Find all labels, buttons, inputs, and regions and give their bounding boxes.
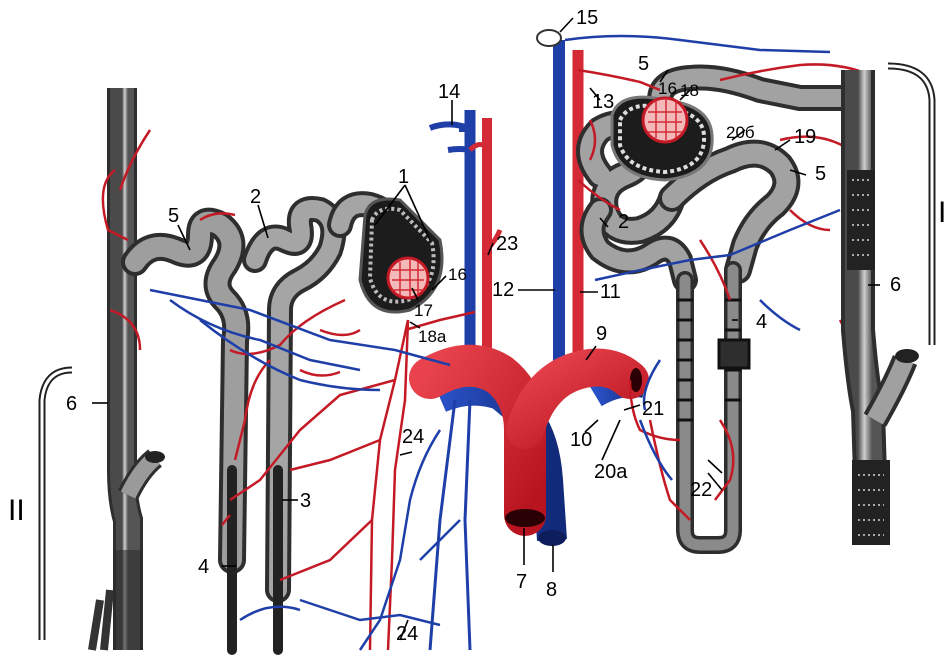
label-16: 16 bbox=[448, 265, 467, 284]
label-2b: 2 bbox=[618, 211, 629, 233]
label-1: 1 bbox=[398, 166, 409, 188]
zone-label-I: I bbox=[938, 196, 946, 229]
label-7: 7 bbox=[516, 571, 527, 593]
label-18: 18 bbox=[680, 81, 699, 100]
label-11: 11 bbox=[600, 281, 621, 303]
label-24b: 24 bbox=[396, 623, 418, 645]
label-6b: 6 bbox=[890, 274, 901, 296]
label-6: 6 bbox=[66, 393, 77, 415]
label-4: 4 bbox=[198, 556, 209, 578]
label-24: 24 bbox=[402, 426, 424, 448]
label-17: 17 bbox=[414, 301, 433, 320]
collecting-duct-right bbox=[847, 70, 919, 545]
label-20b: 20б bbox=[726, 123, 755, 142]
label-22: 22 bbox=[690, 479, 712, 501]
label-20a: 20a bbox=[594, 461, 628, 483]
label-4b: 4 bbox=[756, 311, 767, 333]
label-15: 15 bbox=[576, 7, 598, 29]
label-13: 13 bbox=[592, 91, 614, 113]
label-19: 19 bbox=[794, 126, 816, 148]
label-3: 3 bbox=[300, 490, 311, 512]
label-10: 10 bbox=[570, 429, 592, 451]
label-23: 23 bbox=[496, 233, 518, 255]
zone-bracket-I bbox=[888, 66, 932, 345]
label-14: 14 bbox=[438, 81, 460, 103]
label-12: 12 bbox=[492, 279, 514, 301]
label-9: 9 bbox=[596, 323, 607, 345]
label-5: 5 bbox=[168, 205, 179, 227]
label-5b: 5 bbox=[638, 53, 649, 75]
label-2: 2 bbox=[250, 186, 261, 208]
label-5c: 5 bbox=[815, 163, 826, 185]
label-8: 8 bbox=[546, 579, 557, 601]
collecting-duct-left bbox=[92, 88, 165, 650]
label-21: 21 bbox=[642, 398, 664, 420]
bowman-capsule-left bbox=[360, 199, 442, 312]
venules bbox=[150, 290, 460, 650]
label-16b: 16 bbox=[658, 79, 677, 98]
label-18a: 18a bbox=[418, 327, 447, 346]
bowman-capsule-right bbox=[612, 97, 712, 180]
convoluted-tubules-left bbox=[135, 204, 395, 650]
zone-label-II: II bbox=[8, 494, 25, 527]
